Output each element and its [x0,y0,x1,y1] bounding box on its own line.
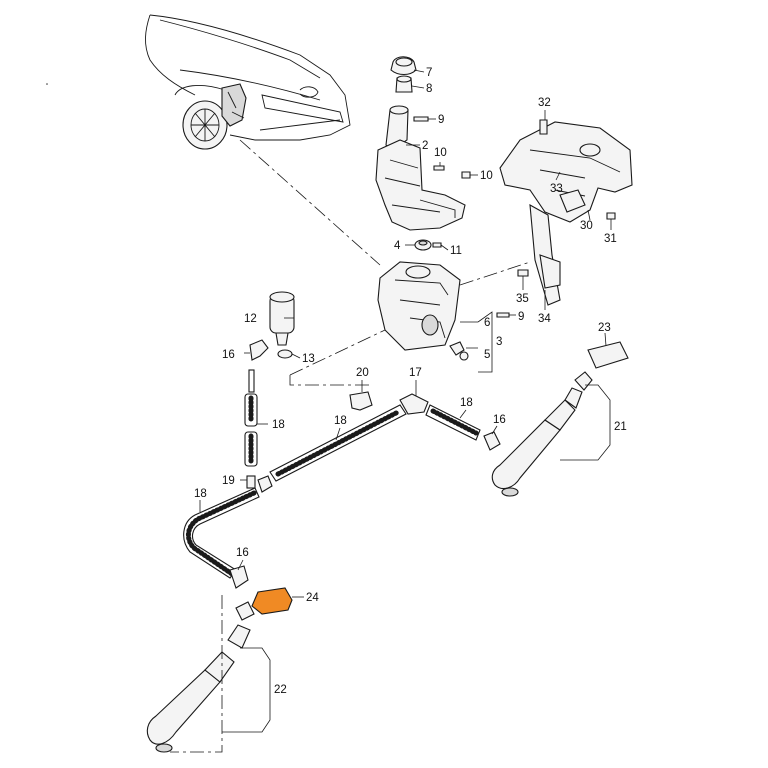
stray-mark [46,83,48,85]
label-34: 34 [538,313,551,325]
label-19: 19 [222,475,235,487]
label-20: 20 [356,367,369,379]
label-16-top: 16 [222,349,235,361]
label-22: 22 [274,684,287,696]
label-16-right: 16 [493,414,506,426]
label-2: 2 [422,140,428,152]
headlight-washer-nozzle-left [146,601,255,753]
label-18-middle: 18 [334,415,347,427]
leader-lines [199,69,612,733]
clip [349,391,373,411]
label-11: 11 [450,245,462,257]
assembly-lines [170,139,531,753]
label-17: 17 [409,367,422,379]
headlight-washer-nozzle-right [491,341,629,497]
mounting-bracket-assembly [499,119,633,306]
label-24: 24 [306,592,319,604]
label-23: 23 [598,322,611,334]
label-4: 4 [394,240,401,252]
label-18-vertical: 18 [272,419,285,431]
label-5: 5 [484,349,490,361]
label-32: 32 [538,97,551,109]
label-10-right: 10 [480,170,493,182]
label-21: 21 [614,421,627,433]
label-7: 7 [426,67,432,79]
washer-reservoir-assembly [375,56,510,361]
cover-cap [587,341,629,369]
highlighted-part-24[interactable] [251,587,293,615]
label-33: 33 [550,183,563,195]
label-18-lower: 18 [194,488,207,500]
label-31: 31 [604,233,617,245]
label-8: 8 [426,83,432,95]
washer-pump [249,291,295,361]
bracket [377,261,461,351]
part-labels: 7 8 9 2 10 10 4 11 9 6 3 5 12 13 16 18 1… [194,67,627,696]
hoses [183,369,501,589]
label-6: 6 [484,317,490,329]
car-illustration [145,14,351,150]
label-13: 13 [302,353,315,365]
reservoir [375,139,466,231]
label-35: 35 [516,293,529,305]
label-3: 3 [496,336,502,348]
label-12: 12 [244,313,257,325]
label-9-top: 9 [438,114,444,126]
label-30: 30 [580,220,593,232]
label-9-mid: 9 [518,311,524,323]
t-piece [399,393,429,415]
label-18-right: 18 [460,397,473,409]
label-16-lower: 16 [236,547,249,559]
label-10-left: 10 [434,147,447,159]
